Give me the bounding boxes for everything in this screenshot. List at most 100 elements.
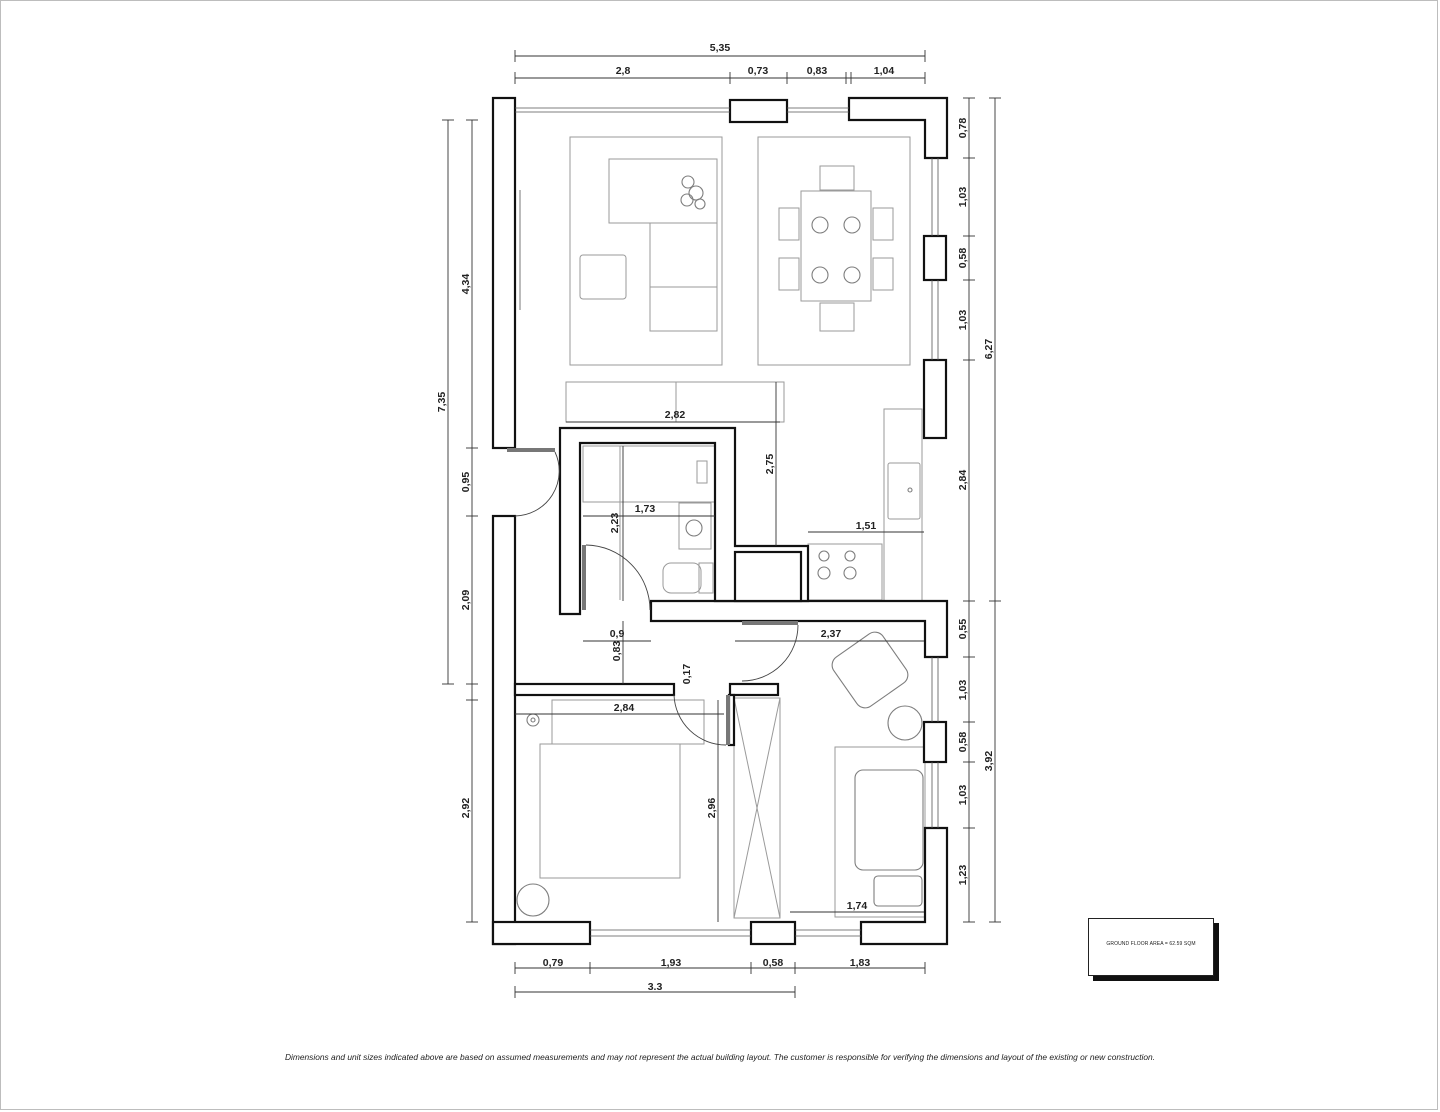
living-area-furniture — [569, 136, 723, 366]
wall-bedroom-top-right — [728, 682, 780, 697]
side-table-icon — [516, 883, 550, 917]
dim-inner-1-74: 1,74 — [847, 900, 868, 912]
dim-bottom-0-79: 0,79 — [543, 957, 564, 969]
plate-icon — [811, 266, 829, 284]
shower-tray — [582, 445, 724, 503]
wall-left-upper — [491, 96, 517, 450]
dim-right-0-78: 0,78 — [957, 118, 969, 139]
wall-top-right-corner — [847, 96, 949, 160]
dim-bottom-3-3: 3.3 — [648, 981, 663, 993]
armchair-icon — [831, 631, 909, 709]
bedroom-door-swing — [673, 694, 727, 746]
entry-door-swing — [514, 451, 560, 517]
doors — [507, 448, 799, 746]
bath-door-leaf — [582, 545, 586, 610]
plate-icon — [843, 266, 861, 284]
wall-middle-right — [649, 599, 949, 659]
kitchen-counter — [883, 408, 923, 602]
dim-left-2-92: 2,92 — [460, 798, 472, 819]
dim-top-total: 5,35 — [710, 42, 731, 54]
dim-right-0-55: 0,55 — [957, 619, 969, 640]
dining-chair — [872, 207, 894, 241]
walls — [491, 96, 949, 946]
wall-right-pier-2 — [922, 720, 948, 764]
dim-inner-2-82: 2,82 — [665, 409, 686, 421]
dimension-labels: 5,35 2,8 0,73 0,83 1,04 0,78 1,03 0,58 1… — [436, 42, 995, 993]
bedroom-door-leaf — [726, 695, 730, 745]
cushion — [873, 875, 923, 907]
area-label: GROUND FLOOR AREA = 62.59 SQM — [1106, 941, 1196, 947]
dining-chair — [819, 302, 855, 332]
stove-counter — [807, 543, 883, 601]
dim-inner-2-37: 2,37 — [821, 628, 842, 640]
area-label-box: GROUND FLOOR AREA = 62.59 SQM — [1088, 918, 1214, 976]
dim-right-1-03-c: 1,03 — [957, 680, 969, 701]
dim-top-2-8: 2,8 — [616, 65, 631, 77]
wall-bedroom-top — [513, 682, 676, 697]
burner-icon — [817, 566, 831, 580]
dim-right-2-84: 2,84 — [957, 470, 969, 491]
bed-headboard-area — [551, 699, 705, 745]
dim-top-0-83: 0,83 — [807, 65, 828, 77]
sofa-seat — [649, 222, 718, 332]
ottoman — [579, 254, 627, 300]
dim-inner-2-96: 2,96 — [706, 798, 718, 819]
dining-chair — [819, 165, 855, 191]
lounge-door-leaf — [742, 621, 798, 625]
dim-bottom-1-93: 1,93 — [661, 957, 682, 969]
wall-right-pier — [922, 234, 948, 282]
bed — [539, 743, 681, 879]
wall-bottom-left — [491, 920, 592, 946]
dim-right-1-03-a: 1,03 — [957, 187, 969, 208]
burner-icon — [818, 550, 830, 562]
lounge-furniture — [831, 631, 926, 918]
dining-area-furniture — [757, 136, 911, 366]
wall-bottom-pier — [749, 920, 797, 946]
dim-right-1-03-d: 1,03 — [957, 785, 969, 806]
dim-inner-0-9: 0,9 — [610, 628, 625, 640]
wall-left-lower — [491, 514, 517, 946]
dim-right-0-58-b: 0,58 — [957, 732, 969, 753]
dim-inner-1-73: 1,73 — [635, 503, 656, 515]
dim-right-0-58-a: 0,58 — [957, 248, 969, 269]
dim-right-3-92: 3,92 — [983, 751, 995, 772]
plate-icon — [811, 216, 829, 234]
wall-right-kitchen — [922, 358, 948, 440]
plant-icon — [681, 175, 695, 189]
dim-top-0-73: 0,73 — [748, 65, 769, 77]
dim-inner-2-84: 2,84 — [614, 702, 635, 714]
dim-right-1-03-b: 1,03 — [957, 310, 969, 331]
dining-table — [800, 190, 872, 302]
toilet-icon — [662, 562, 702, 594]
wall-bottom-right-corner — [859, 826, 949, 946]
wall-top-pier — [728, 98, 789, 124]
sofa-chaise — [608, 158, 718, 224]
sofa — [854, 769, 924, 871]
disclaimer-text: Dimensions and unit sizes indicated abov… — [284, 1052, 1156, 1062]
sink-icon — [887, 462, 921, 520]
dimension-lines — [442, 50, 1001, 998]
dim-right-6-27: 6,27 — [983, 339, 995, 360]
windows — [515, 107, 939, 937]
dim-inner-2-23: 2,23 — [609, 513, 621, 534]
dim-top-1-04: 1,04 — [874, 65, 895, 77]
dim-inner-0-83: 0,83 — [611, 641, 623, 662]
wardrobe — [733, 697, 781, 919]
lounge-door-swing — [741, 624, 799, 682]
wall-shaft — [733, 550, 803, 603]
washbasin-icon — [678, 502, 712, 550]
dim-right-1-23: 1,23 — [957, 865, 969, 886]
fixture-icon — [696, 460, 708, 484]
burner-icon — [844, 550, 856, 562]
dim-left-0-95: 0,95 — [460, 472, 472, 493]
entry-door-leaf — [507, 448, 555, 452]
round-table-icon — [887, 705, 923, 741]
dining-chair — [778, 257, 800, 291]
bathroom-furniture — [582, 445, 724, 600]
dim-bottom-0-58: 0,58 — [763, 957, 784, 969]
living-rug — [569, 136, 723, 366]
dining-rug — [757, 136, 911, 366]
dim-inner-1-51: 1,51 — [856, 520, 877, 532]
